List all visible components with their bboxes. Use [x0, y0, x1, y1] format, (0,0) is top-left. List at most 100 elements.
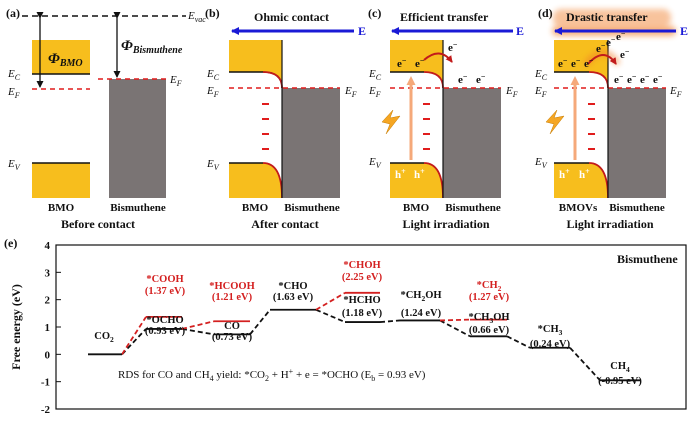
ec-label: EC: [368, 68, 382, 82]
label-ch2oh-value: (1.24 eV): [401, 308, 442, 319]
label-cooh: *COOH: [146, 274, 183, 285]
y-tick-label: 2: [45, 295, 51, 307]
energy-levels: [88, 291, 640, 382]
ef-right-label: EF: [669, 85, 682, 99]
bmo-conduction-band: [554, 40, 608, 88]
label-ch2-value: (1.27 eV): [469, 292, 510, 303]
label-ch2: *CH2: [477, 280, 502, 293]
electron: e−: [596, 41, 606, 55]
panel-d-tag: (d): [538, 6, 553, 20]
panel-d-title: Drastic transfer: [566, 10, 648, 24]
rds-annotation: RDS for CO and CH4 yield: *CO2 + H+ + e …: [118, 367, 426, 383]
y-tick-label: 4: [45, 240, 51, 252]
electron: e−: [606, 35, 616, 49]
connector-co2-cooh: [121, 316, 147, 355]
panel-a-tag: (a): [6, 6, 20, 20]
panel-c-tag: (c): [368, 6, 381, 20]
electron: e−: [448, 40, 458, 54]
label-hcooh: *HCOOH: [209, 281, 255, 292]
panel-d-left-name: BMOVs: [559, 202, 598, 214]
ev-label: EV: [534, 156, 548, 170]
connector-ch2oh-ch3oh: [439, 319, 471, 338]
ef-label: EF: [534, 85, 547, 99]
state-labels: CO2*COOH(1.37 eV)*OCHO(0.93 eV)*HCOOH(1.…: [94, 260, 642, 387]
connector-cho-hcho: [315, 308, 346, 323]
panel-d: (d) Drastic transfer E e−e−e−e−e−e−e−e−e…: [534, 6, 688, 231]
electrons: e−e−e−e−e−e−e−e−e−e−e−: [558, 29, 663, 86]
panel-b-tag: (b): [205, 6, 220, 20]
electron: e−: [640, 72, 650, 86]
ef-label: EF: [206, 85, 219, 99]
bmo-valence-band: [229, 163, 282, 198]
bismuthene-block: [109, 79, 166, 198]
e-field-label: E: [680, 24, 688, 38]
electron: e−: [616, 29, 626, 43]
e-field-label: E: [358, 24, 366, 38]
label-ch3oh: *CH3OH: [468, 312, 509, 325]
electrons: e− e− e− e− e−: [397, 40, 486, 86]
panel-b: (b) Ohmic contact E EC EF EF EV BMO Bism…: [205, 6, 366, 231]
connector-co-cho: [249, 309, 271, 335]
connector-hcho-ch2oh: [379, 319, 401, 323]
electron-transfer-arrow: [423, 52, 453, 63]
label-ocho: *OCHO: [146, 315, 183, 326]
panel-e: (e) Bismuthene Free energy (eV) 43210-1-…: [4, 236, 687, 416]
label-ocho-value: (0.93 eV): [145, 326, 186, 337]
bmo-valence-band: [390, 163, 443, 198]
electron: e−: [571, 56, 581, 70]
ec-label: EC: [206, 68, 220, 82]
label-cho-value: (1.63 eV): [273, 292, 314, 303]
hole: h+: [414, 167, 425, 181]
label-ch3-value: (0.24 eV): [530, 339, 571, 350]
label-cho: *CHO: [278, 281, 307, 292]
connector-ocho-hcooh: [181, 320, 215, 330]
panel-c-right-name: Bismuthene: [445, 202, 501, 214]
panel-d-right-name: Bismuthene: [609, 202, 665, 214]
electron: e−: [415, 56, 425, 70]
phi-bismuthene-label: ΦBismuthene: [121, 38, 183, 56]
label-hcho: *HCHO: [343, 295, 380, 306]
panel-a: (a) Evac ΦBMO ΦBismuthene EC EF EF EV BM…: [6, 6, 206, 231]
electron: e−: [476, 72, 486, 86]
ef-right-label: EF: [505, 85, 518, 99]
panel-b-caption: After contact: [251, 217, 318, 231]
electron: e−: [558, 56, 568, 70]
ev-label: EV: [7, 158, 21, 172]
bmo-valence-band: [554, 163, 608, 198]
label-choh: *CHOH: [343, 260, 380, 271]
bmo-conduction-band: [390, 40, 443, 88]
electron: e−: [458, 72, 468, 86]
connector-ch3oh-ch3: [506, 335, 531, 349]
panel-c: (c) Efficient transfer E e−e−e−e−e− h+h+…: [368, 6, 524, 231]
evac-label: Evac: [187, 10, 206, 24]
electron-transfer-arrow: [587, 54, 617, 65]
label-ch3: *CH3: [538, 324, 563, 337]
ev-label: EV: [368, 156, 382, 170]
bismuthene-block: [443, 88, 501, 198]
ec-label: EC: [7, 68, 21, 82]
panel-d-caption: Light irradiation: [566, 217, 653, 231]
bmo-valence-band: [32, 163, 90, 198]
label-co: CO: [224, 321, 240, 332]
connector-ch3-ch4: [569, 347, 601, 381]
electron: e−: [397, 56, 407, 70]
label-ch2oh: *CH2OH: [400, 290, 441, 303]
lightning-icon: [381, 109, 401, 135]
label-co-value: (0.73 eV): [212, 332, 253, 343]
y-tick-label: 1: [45, 322, 51, 334]
panel-c-left-name: BMO: [403, 202, 430, 214]
label-ch3oh-value: (0.66 eV): [469, 325, 510, 336]
e-field-label: E: [516, 24, 524, 38]
panel-a-right-name: Bismuthene: [110, 202, 166, 214]
label-hcho-value: (1.18 eV): [342, 308, 383, 319]
hole: h+: [579, 167, 590, 181]
holes: h+h+: [395, 167, 425, 181]
y-tick-label: -2: [41, 404, 51, 416]
connector-ch2oh-ch2: [439, 318, 471, 322]
bmo-conduction-band: [229, 40, 282, 88]
path-connectors: [121, 292, 601, 381]
space-charges: [262, 103, 269, 150]
panel-e-tag: (e): [4, 236, 17, 250]
electron: e−: [620, 47, 630, 61]
panel-b-right-name: Bismuthene: [284, 202, 340, 214]
